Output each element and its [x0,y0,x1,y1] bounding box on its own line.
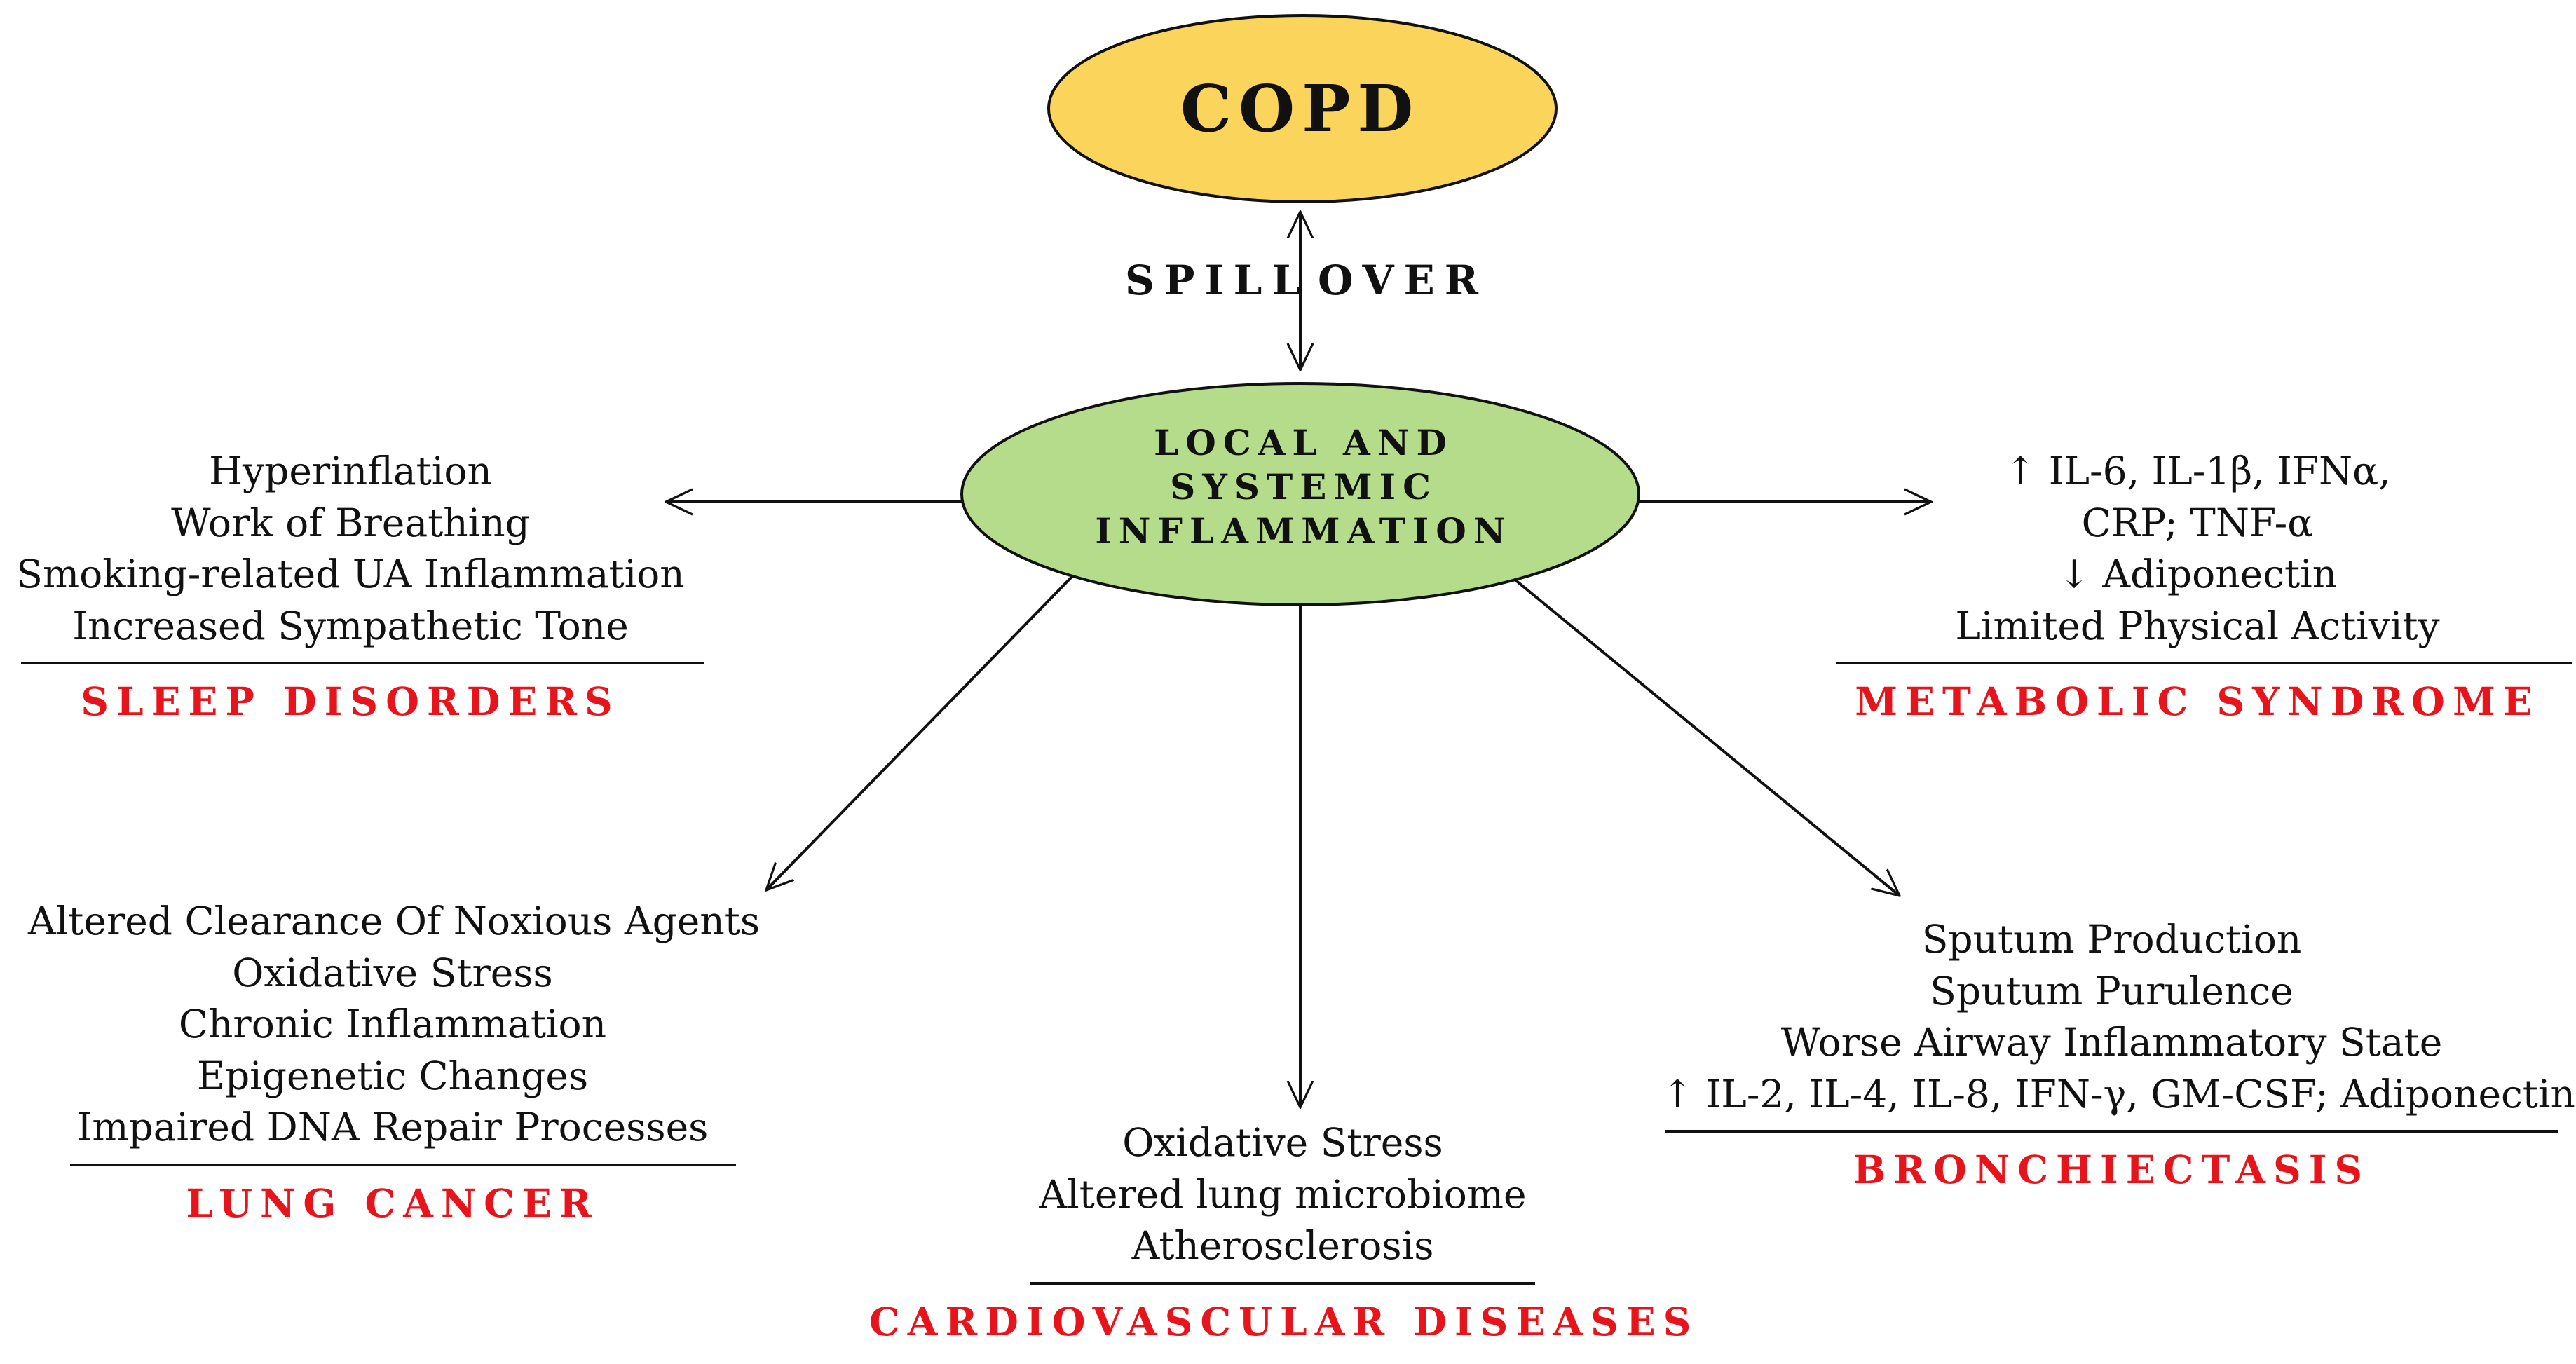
inflammation-line-3: INFLAMMATION [1095,510,1513,552]
metabolic-item: ↑ IL-6, IL-1β, IFNα, [2004,449,2391,493]
cardio-divider [1030,1281,1535,1285]
inflammation-line-2: SYSTEMIC [1170,466,1438,507]
lung-item: Altered Clearance Of Noxious Agents [28,899,761,943]
inflammation-line-1: LOCAL AND [1154,422,1454,463]
over-label: OVER [1318,257,1488,304]
lung-divider [70,1163,736,1166]
lung-cancer-group: Altered Clearance Of Noxious Agents Oxid… [28,896,761,1228]
copd-label: COPD [1180,71,1421,146]
cardio-item: Atherosclerosis [1131,1223,1434,1268]
metabolic-item: Limited Physical Activity [1955,603,2440,648]
cardiovascular-diseases-group: Oxidative Stress Altered lung microbiome… [869,1117,1696,1346]
inflammation-ellipse [960,382,1640,606]
metabolic-syndrome-title: METABOLIC SYNDROME [1855,678,2540,724]
sleep-disorders-group: Hyperinflation Work of Breathing Smoking… [0,446,704,726]
sleep-divider [21,662,704,664]
sleep-item: Work of Breathing [171,500,530,545]
spill-label: SPILL [1125,257,1311,304]
metabolic-item: CRP; TNF-α [2081,500,2314,545]
metabolic-item: ↓ Adiponectin [2057,552,2338,596]
lung-cancer-title: LUNG CANCER [186,1180,599,1226]
bronch-item: Sputum Production [1921,917,2302,962]
copd-ellipse [1047,14,1558,203]
cardio-item: Altered lung microbiome [1039,1171,1527,1217]
sleep-item: Increased Sympathetic Tone [72,603,629,648]
bronchiectasis-group: Sputum Production Sputum Purulence Worse… [1661,914,2575,1194]
lung-item: Chronic Inflammation [178,1002,607,1046]
cardio-item: Oxidative Stress [1122,1120,1443,1165]
arrow-to-bronchiectasis [1513,578,1900,896]
lung-item: Oxidative Stress [232,950,553,995]
inflammation-label: LOCAL AND SYSTEMIC INFLAMMATION [953,421,1654,553]
sleep-item: Hyperinflation [209,449,492,493]
lung-item: Impaired DNA Repair Processes [76,1105,709,1150]
bronch-item: ↑ IL-2, IL-4, IL-8, IFN-γ, GM-CSF; Adipo… [1661,1071,2575,1117]
bronch-divider [1665,1130,2558,1133]
lung-item: Epigenetic Changes [196,1053,589,1098]
metabolic-syndrome-group: ↑ IL-6, IL-1β, IFNα, CRP; TNF-α ↓ Adipon… [1822,446,2572,726]
metabolic-divider [1836,662,2572,664]
arrow-to-lung-cancer [766,575,1074,890]
sleep-disorders-title: SLEEP DISORDERS [81,678,620,724]
cardiovascular-diseases-title: CARDIOVASCULAR DISEASES [869,1298,1699,1344]
bronch-item: Worse Airway Inflammatory State [1780,1020,2443,1065]
sleep-item: Smoking-related UA Inflammation [16,552,685,596]
bronchiectasis-title: BRONCHIECTASIS [1853,1147,2371,1192]
bronch-item: Sputum Purulence [1930,968,2294,1014]
